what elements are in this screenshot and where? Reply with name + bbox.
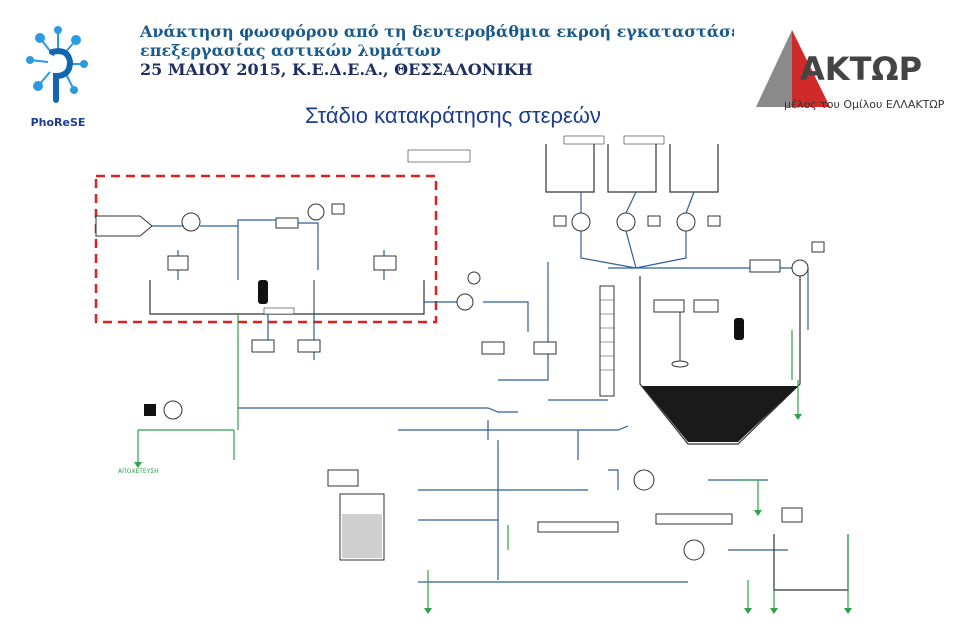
process-diagram: ΑΠΟΧΕΤΕΥΣΗ (88, 130, 884, 625)
sludge-cone (642, 386, 798, 442)
settling-tank (639, 276, 801, 445)
aktor-tagline: μέλος του Ομίλου ΕΛΛΑΚΤΩΡ (784, 98, 944, 111)
flow-meter (275, 217, 299, 229)
aktor-brand: ΑΚΤΩΡ (800, 50, 922, 88)
dosing-pump-a (307, 203, 325, 221)
highlight-box (94, 174, 438, 324)
inflow-arrow (95, 215, 153, 237)
drain-lines (137, 314, 849, 610)
title-line-3: 25 ΜΑΙΟΥ 2015, Κ.Ε.Δ.Ε.Α., ΘΕΣΣΑΛΟΝΙΚΗ (140, 60, 533, 79)
filter-column (599, 285, 615, 397)
control-panel-label-box (407, 149, 471, 163)
slide-title: Ανάκτηση φωσφόρου από τη δευτεροβάθμια ε… (140, 22, 767, 79)
dosing-pumps (553, 212, 721, 232)
title-line-2: επεξεργασίας αστικών λυμάτων (140, 41, 442, 60)
phorese-logo: PhoReSE (18, 20, 98, 132)
drain-label: ΑΠΟΧΕΤΕΥΣΗ (118, 468, 159, 475)
sensor-probe (258, 280, 268, 304)
title-line-1: Ανάκτηση φωσφόρου από τη δευτεροβάθμια ε… (140, 22, 767, 41)
aktor-logo: ΑΚΤΩΡ μέλος του Ομίλου ΕΛΛΑΚΤΩΡ (734, 22, 945, 117)
phorese-logo-text: PhoReSE (31, 116, 86, 129)
feed-pump (181, 212, 201, 232)
slide-header: PhoReSE Ανάκτηση φωσφόρου από τη δευτερο… (0, 0, 960, 134)
slide-subtitle: Στάδιο κατακράτησης στερεών (305, 103, 601, 128)
